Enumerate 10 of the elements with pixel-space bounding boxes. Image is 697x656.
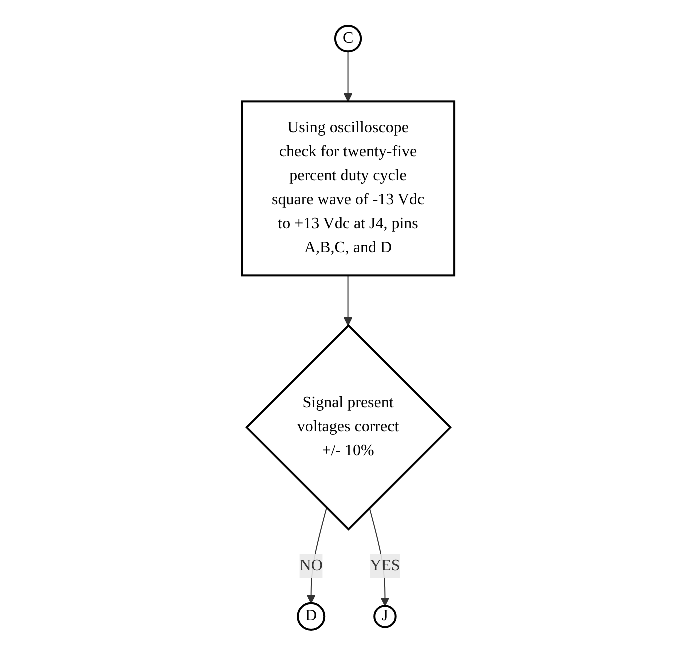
node-diamond: Signal present voltages correct +/- 10%: [246, 324, 452, 531]
arrow: [307, 508, 328, 604]
node-circle: C: [334, 25, 362, 53]
arrow: [344, 51, 353, 102]
edge-label: NO: [300, 557, 324, 574]
node-circle: J: [374, 605, 398, 628]
arrow: [344, 275, 353, 326]
edge-label: YES: [370, 557, 401, 574]
node-circle: D: [297, 602, 326, 631]
node-box: Using oscilloscope check for twenty-five percent duty cycle square wave of -13 Vdc to +13 Vdc at J4, pins A,B,C, and D: [241, 100, 456, 277]
